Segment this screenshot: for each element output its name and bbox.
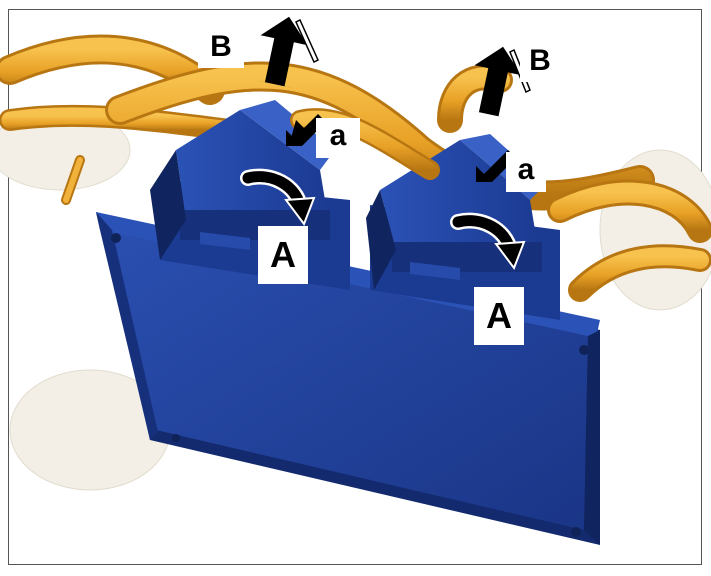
- wiring-harness: [0, 34, 711, 302]
- callout-b-left: B: [198, 26, 244, 68]
- callout-a-upper-right: A: [474, 287, 524, 345]
- callout-a-lower-right: a: [506, 152, 546, 192]
- callout-a-lower-left: a: [316, 118, 360, 158]
- pull-up-arrow-icon: [255, 16, 319, 89]
- curved-rotate-arrow-icon: [240, 168, 316, 227]
- callout-a-upper-left: A: [258, 226, 308, 284]
- curved-rotate-arrow-icon: [450, 212, 526, 271]
- background-harness: [0, 109, 711, 491]
- callout-b-right: B: [520, 40, 560, 82]
